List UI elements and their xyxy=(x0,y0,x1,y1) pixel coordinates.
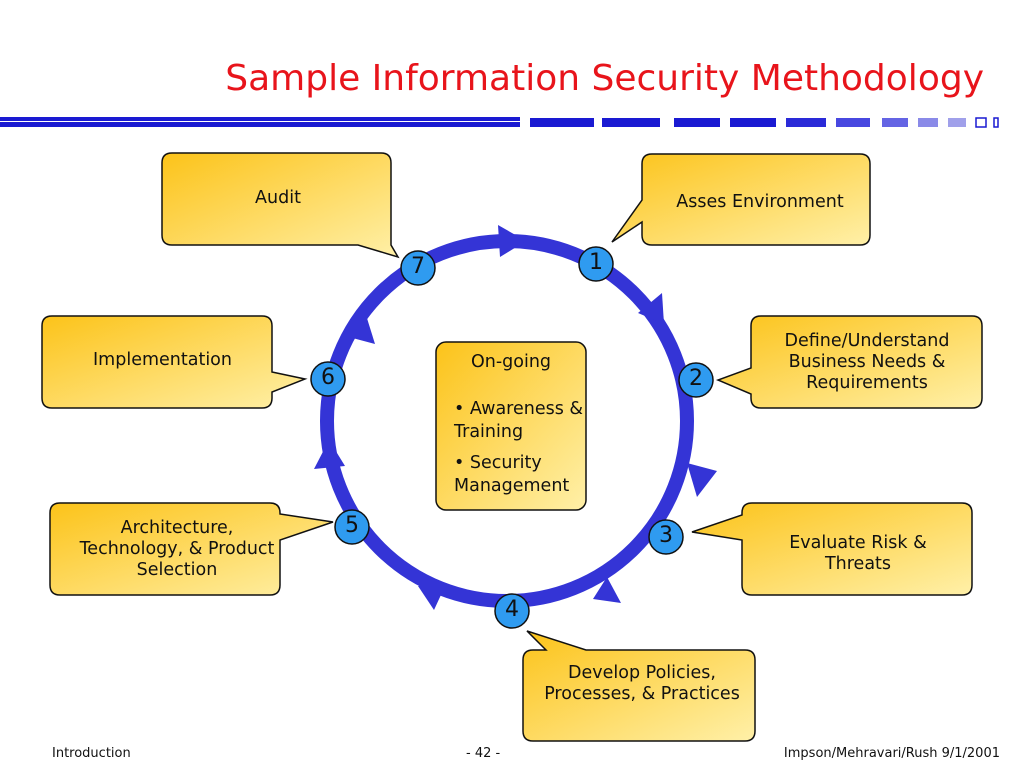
step-number-2: 2 xyxy=(689,366,703,391)
step-number-5: 5 xyxy=(345,513,359,538)
step-label-5: Architecture, Technology, & Product Sele… xyxy=(79,518,275,580)
step-label-3: Evaluate Risk & Threats xyxy=(789,533,927,574)
step-label-6: Implementation xyxy=(93,350,232,370)
callout-architecture xyxy=(49,502,334,596)
step-label-4: Develop Policies, Processes, & Practices xyxy=(544,663,740,704)
callout-evaluate-risk xyxy=(691,502,973,596)
callout-develop-policies xyxy=(522,630,756,742)
step-number-6: 6 xyxy=(321,365,335,390)
footer-section: Introduction xyxy=(52,746,131,761)
step-node-6 xyxy=(310,361,346,397)
step-label-2: Define/Understand Business Needs & Requi… xyxy=(784,331,950,393)
step-number-4: 4 xyxy=(505,597,519,622)
slide-title: Sample Information Security Methodology xyxy=(225,58,984,99)
callout-implementation xyxy=(41,315,308,409)
arrowhead xyxy=(418,584,446,610)
step-node-1 xyxy=(578,246,614,282)
arrowhead xyxy=(345,315,375,344)
arrowhead xyxy=(498,225,526,257)
step-node-3 xyxy=(648,519,684,555)
step-number-7: 7 xyxy=(411,254,425,279)
step-label-1: Asses Environment xyxy=(676,192,844,212)
step-nodes xyxy=(310,246,714,629)
step-number-3: 3 xyxy=(659,523,673,548)
ongoing-box xyxy=(435,341,587,511)
footer-credits: Impson/Mehravari/Rush 9/1/2001 xyxy=(783,746,1000,761)
ongoing-content: On-going • Awareness & Training • Securi… xyxy=(436,342,586,510)
ongoing-title: On-going xyxy=(470,352,552,372)
callout-assess-environment xyxy=(611,153,871,246)
arrowhead xyxy=(314,440,345,469)
arrowhead xyxy=(638,293,664,324)
step-node-2 xyxy=(678,362,714,398)
step-label-7: Audit xyxy=(255,188,301,208)
step-node-5 xyxy=(334,509,370,545)
step-number-1: 1 xyxy=(589,250,603,275)
footer-page-number: - 42 - xyxy=(466,746,501,761)
header-rule xyxy=(0,117,999,128)
callout-define-understand xyxy=(715,315,983,409)
ongoing-item: • Security Management xyxy=(454,453,570,496)
step-node-4 xyxy=(494,593,530,629)
step-node-7 xyxy=(400,250,436,286)
arrowhead xyxy=(593,577,621,603)
callout-audit xyxy=(161,152,400,259)
cycle-arrows xyxy=(314,225,717,610)
arrowhead xyxy=(687,463,717,497)
ongoing-item: • Awareness & Training xyxy=(454,399,584,442)
